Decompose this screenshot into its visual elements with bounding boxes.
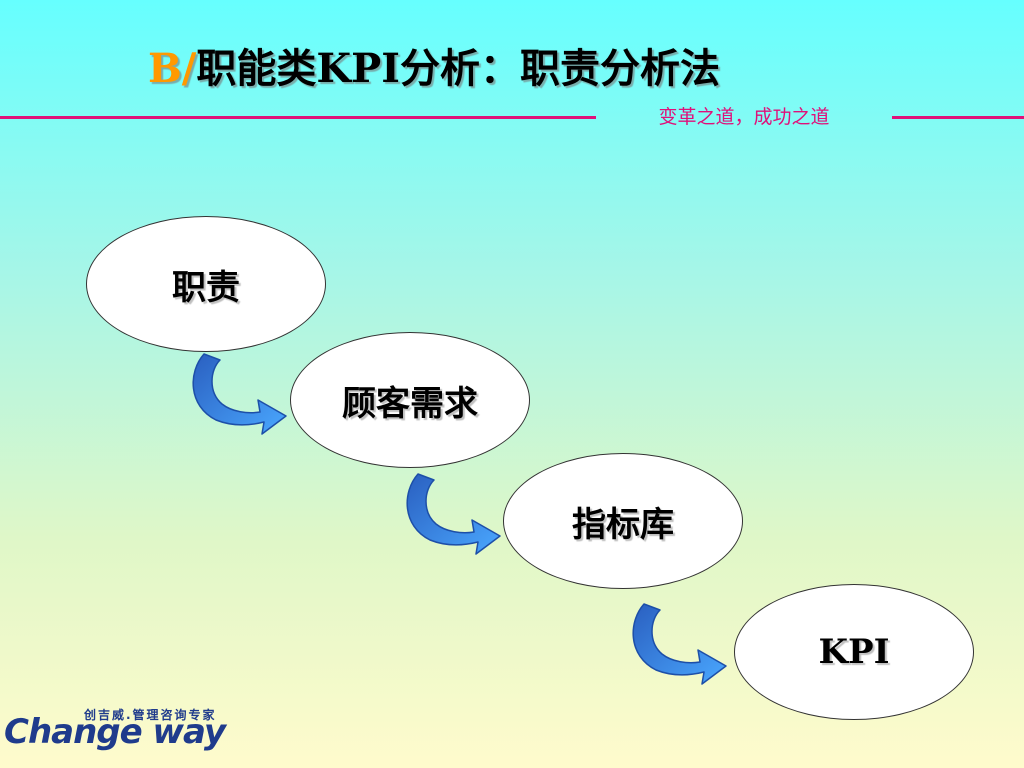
- title-main: 职能类KPI分析：职责分析法: [196, 45, 720, 92]
- curved-arrow-icon: [406, 473, 501, 555]
- logo-brand: Change way: [4, 712, 226, 752]
- logo-subtitle: 创吉威.管理咨询专家: [84, 708, 217, 722]
- curved-arrow-icon: [192, 353, 287, 435]
- flow-node-kpi: KPI: [734, 584, 974, 720]
- company-logo: 创吉威.管理咨询专家 Change way: [4, 704, 254, 764]
- tagline: 变革之道，成功之道: [658, 106, 830, 128]
- slide-title: B/职能类KPI分析：职责分析法: [148, 36, 720, 94]
- flow-node-duties: 职责: [86, 216, 326, 352]
- title-prefix: B/: [148, 45, 197, 92]
- flow-node-indicator-library: 指标库: [503, 453, 743, 589]
- header-rule-right: [892, 116, 1024, 119]
- curved-arrow-icon: [632, 603, 727, 685]
- flow-node-customer-needs: 顾客需求: [290, 332, 530, 468]
- header-rule-left: [0, 116, 596, 119]
